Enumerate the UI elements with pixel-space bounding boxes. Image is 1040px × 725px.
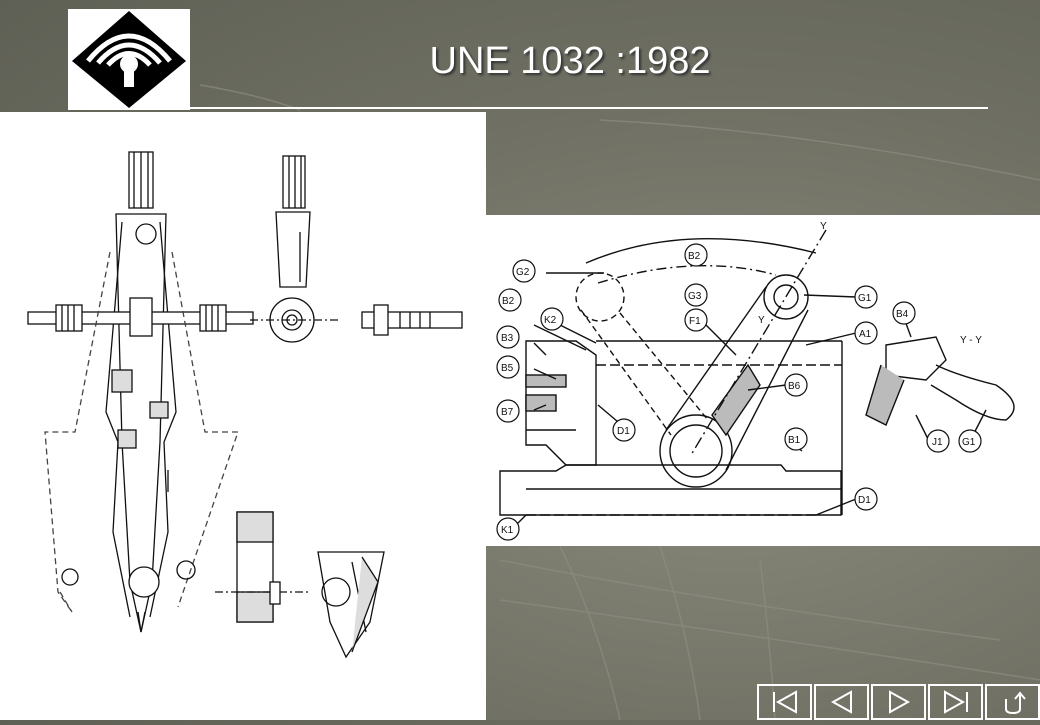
label-b7: B7: [501, 407, 514, 418]
first-slide-button[interactable]: [757, 684, 812, 720]
compass-drawing-panel: [0, 112, 486, 720]
last-slide-button[interactable]: [928, 684, 983, 720]
previous-slide-icon: [830, 690, 852, 714]
label-y-top: Y: [820, 221, 827, 232]
label-b2-arc: B2: [688, 251, 701, 262]
label-b4: B4: [896, 309, 909, 320]
label-g2: G2: [516, 267, 530, 278]
return-icon: [1004, 691, 1026, 715]
label-b2: B2: [502, 296, 515, 307]
label-k1: K1: [501, 525, 514, 536]
next-slide-icon: [888, 690, 910, 714]
next-slide-button[interactable]: [871, 684, 926, 720]
slide-navigation: [757, 684, 1040, 720]
label-g3: G3: [688, 291, 702, 302]
technical-drawing: Y B2 G2 G3 G1 B2 K2 F1 Y A1 B4 Y - Y B3 …: [496, 221, 1015, 541]
institution-logo-icon: [72, 11, 186, 108]
label-section-yy: Y - Y: [960, 335, 982, 346]
label-j1: J1: [932, 437, 943, 448]
label-b5: B5: [501, 363, 514, 374]
label-g1-top: G1: [858, 293, 872, 304]
label-b6: B6: [788, 381, 801, 392]
label-a1: A1: [859, 329, 872, 340]
previous-slide-button[interactable]: [814, 684, 869, 720]
compass-drawing: [27, 151, 463, 659]
label-k2: K2: [544, 315, 557, 326]
label-b1: B1: [788, 435, 801, 446]
return-button[interactable]: [985, 684, 1040, 720]
label-d1-bottom: D1: [858, 495, 871, 506]
label-y-mid: Y: [758, 315, 765, 326]
title-underline: [190, 107, 988, 109]
label-d1-left: D1: [617, 426, 630, 437]
label-f1: F1: [689, 316, 701, 327]
last-slide-icon: [943, 690, 968, 714]
label-b3: B3: [501, 333, 514, 344]
label-circle-g2: [512, 259, 536, 283]
logo: [68, 9, 190, 110]
slide-title: UNE 1032 :1982: [429, 40, 711, 82]
label-g1-bottom: G1: [962, 437, 976, 448]
first-slide-icon: [772, 690, 797, 714]
technical-drawing-panel: Y B2 G2 G3 G1 B2 K2 F1 Y A1 B4 Y - Y B3 …: [486, 215, 1040, 546]
